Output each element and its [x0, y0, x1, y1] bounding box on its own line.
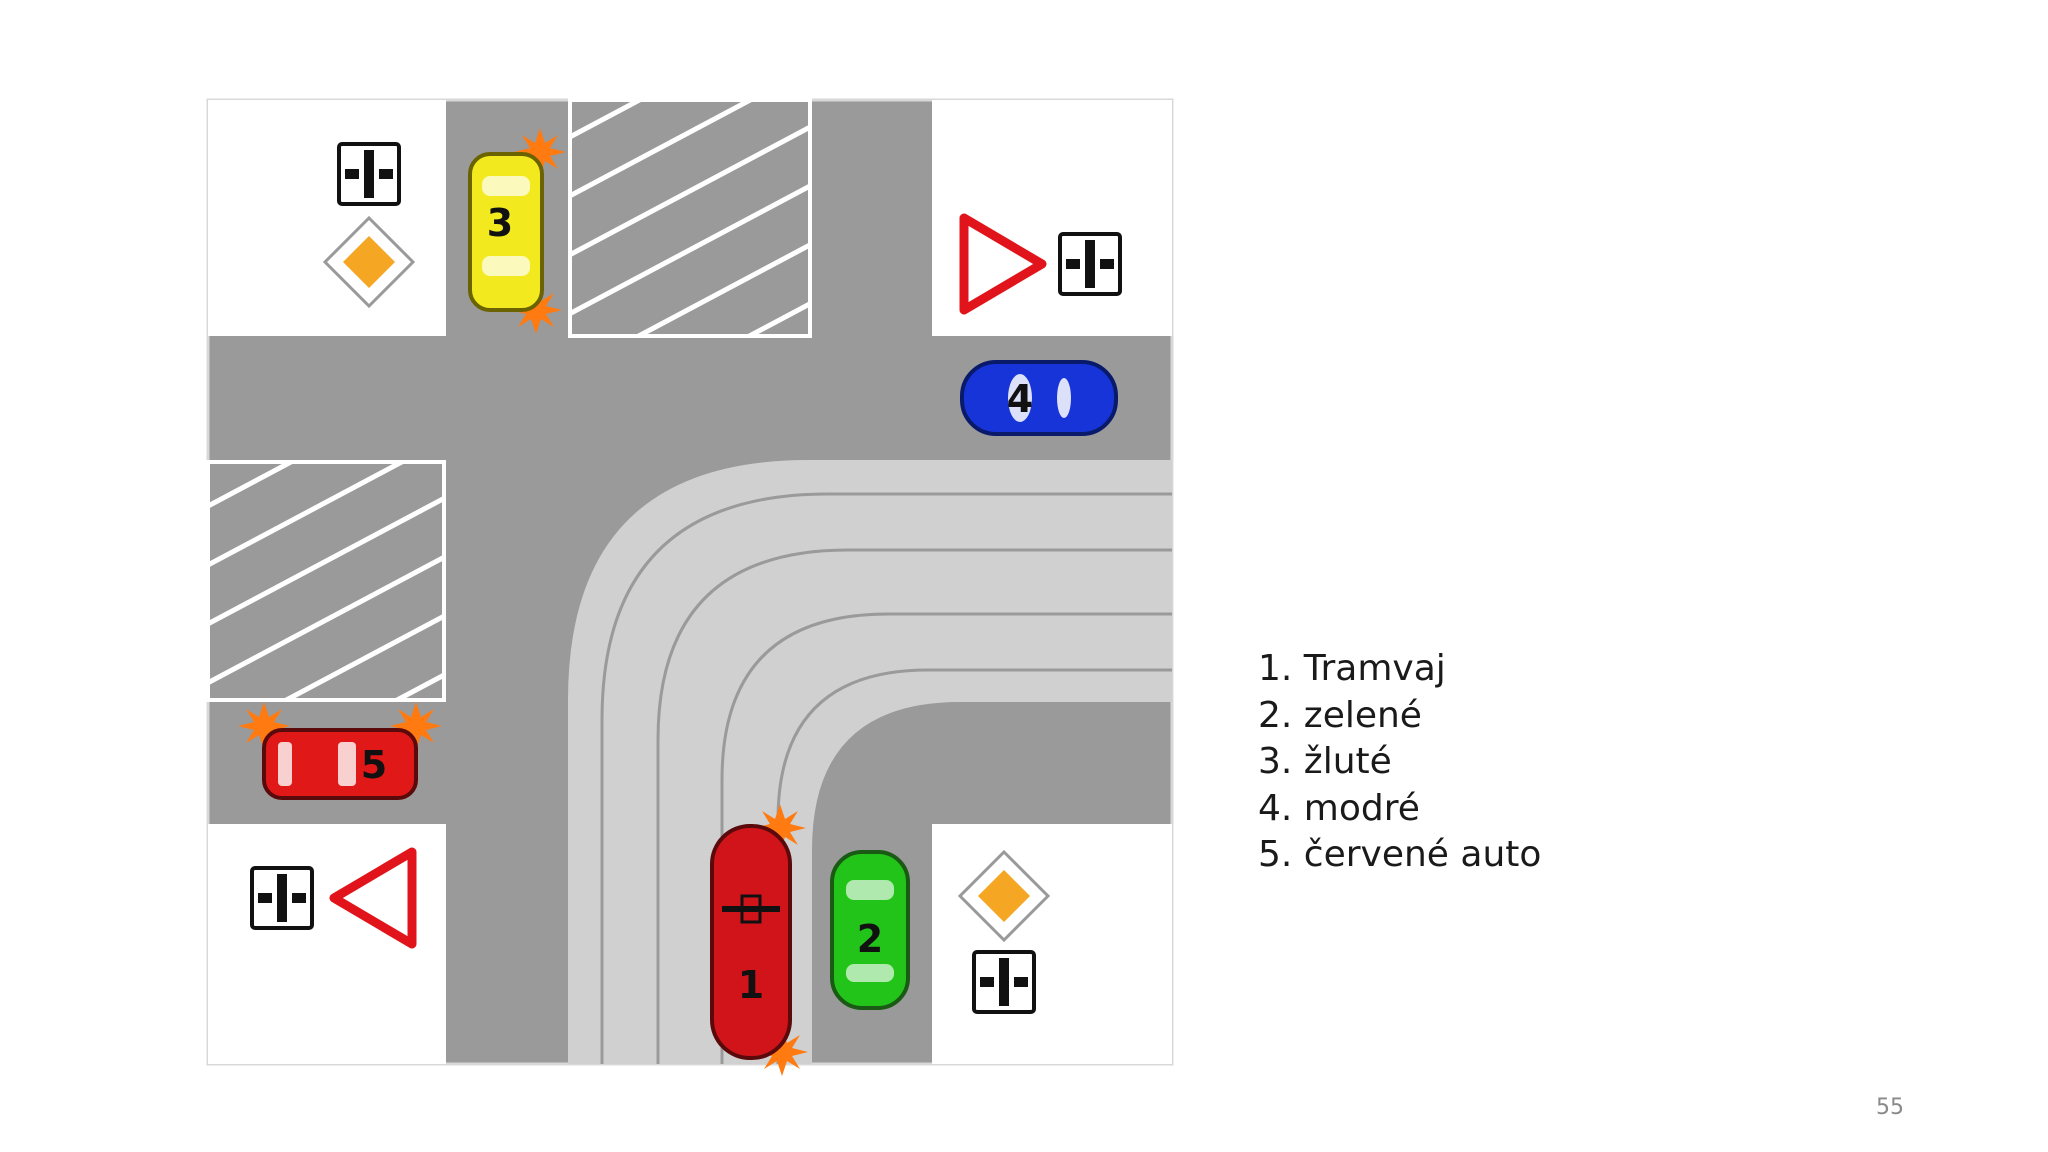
list-item: 3. žluté: [1258, 741, 1392, 782]
corner-bottom-right: [932, 824, 1172, 1064]
vehicle-number: 3: [487, 201, 513, 245]
list-item: 4. modré: [1258, 787, 1420, 829]
corner-top-left: [208, 100, 446, 336]
list-item: 1. Tramvaj: [1258, 648, 1446, 689]
vehicle-number: 4: [1007, 377, 1033, 421]
vehicle-number: 1: [738, 963, 764, 1007]
slide-number: 55: [1876, 1095, 1904, 1120]
hatched-area-left: [206, 460, 446, 702]
crossroad-sign-icon: [1058, 232, 1122, 296]
vehicle-blue-car: 4: [960, 360, 1118, 436]
list-item: 5. červené auto: [1258, 834, 1542, 875]
vehicle-red-car: 5: [262, 728, 418, 800]
list-item: 2. zelené: [1258, 694, 1422, 736]
vehicle-green-car: 2: [830, 850, 910, 1010]
vehicle-number: 5: [361, 743, 387, 787]
vehicle-tram: 1: [710, 824, 792, 1060]
crossroad-sign-icon: [972, 950, 1036, 1014]
vehicle-yellow-car: 3: [468, 152, 544, 312]
answer-list: 1. Tramvaj 2. zelené 3. žluté 4. modré 5…: [1258, 646, 1541, 879]
vehicle-number: 2: [857, 917, 883, 961]
crossroad-sign-icon: [337, 142, 401, 206]
crossroad-sign-icon: [250, 866, 314, 930]
hatched-area-top: [568, 98, 812, 338]
